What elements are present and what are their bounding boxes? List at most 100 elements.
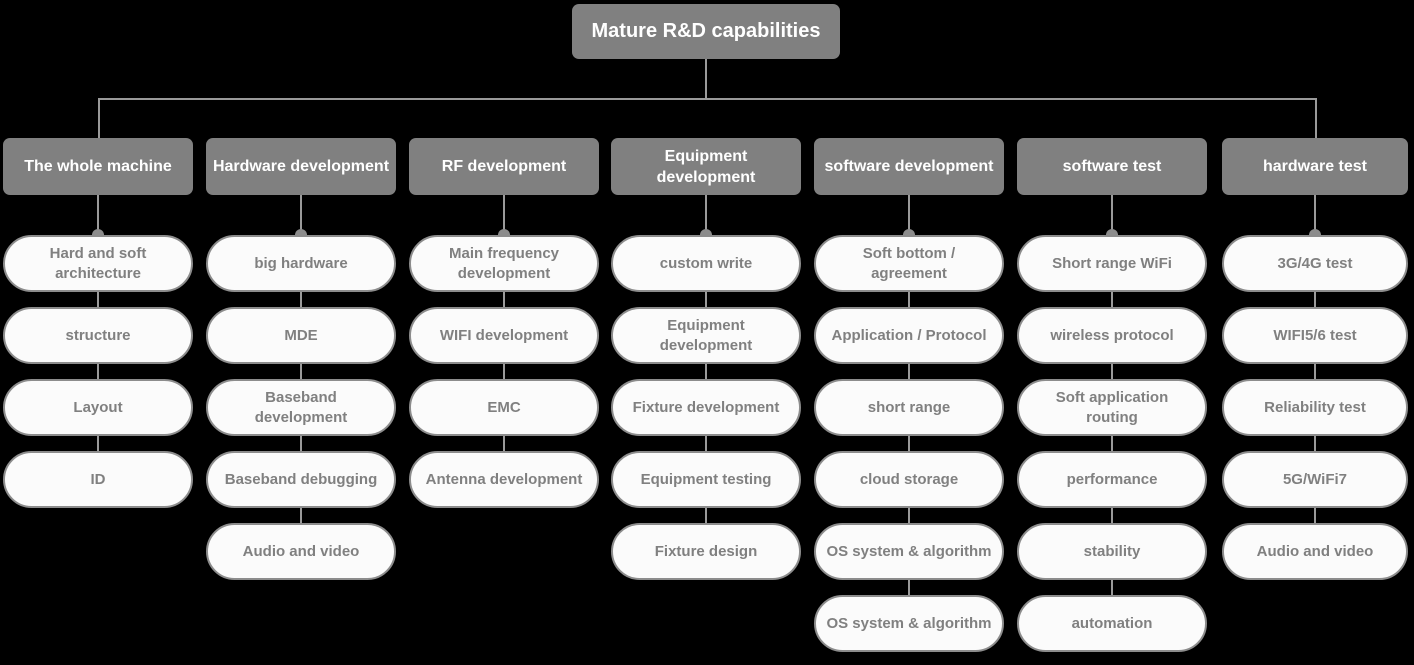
item-pill-label: Reliability test [1264, 398, 1366, 416]
bus-drop-left-connector [98, 98, 100, 139]
item-slot: Main frequency development [409, 235, 599, 307]
item-pill[interactable]: structure [3, 307, 193, 364]
item-pill[interactable]: Equipment testing [611, 451, 801, 508]
column-header-2[interactable]: Hardware development [206, 138, 396, 195]
item-pill[interactable]: Baseband development [206, 379, 396, 436]
item-link-connector [1314, 508, 1316, 523]
item-link-connector [1111, 436, 1113, 451]
column-header-3[interactable]: RF development [409, 138, 599, 195]
item-pill-label: Equipment testing [640, 470, 772, 488]
item-pill-label: Soft bottom / agreement [862, 244, 956, 282]
column-header-1[interactable]: The whole machine [3, 138, 193, 195]
item-pill[interactable]: Soft bottom / agreement [814, 235, 1004, 292]
item-slot: MDE [206, 307, 396, 379]
item-link-connector [705, 292, 707, 307]
item-slot: stability [1017, 523, 1207, 595]
item-slot: Audio and video [206, 523, 396, 580]
item-pill[interactable]: automation [1017, 595, 1207, 652]
item-pill[interactable]: WIFI5/6 test [1222, 307, 1408, 364]
item-pill[interactable]: Soft application routing [1017, 379, 1207, 436]
item-pill[interactable]: wireless protocol [1017, 307, 1207, 364]
column-stem-connector [97, 195, 99, 235]
item-pill[interactable]: short range [814, 379, 1004, 436]
item-link-connector [908, 508, 910, 523]
item-link-connector [1111, 580, 1113, 595]
column-stem-connector [1314, 195, 1316, 235]
item-link-connector [908, 364, 910, 379]
item-pill[interactable]: Fixture development [611, 379, 801, 436]
item-pill[interactable]: ID [3, 451, 193, 508]
item-pill[interactable]: stability [1017, 523, 1207, 580]
item-pill[interactable]: cloud storage [814, 451, 1004, 508]
column-header-7[interactable]: hardware test [1222, 138, 1408, 195]
item-pill[interactable]: 5G/WiFi7 [1222, 451, 1408, 508]
item-pill[interactable]: Main frequency development [409, 235, 599, 292]
horizontal-bus-connector [98, 98, 1317, 100]
item-pill-label: Baseband debugging [224, 470, 378, 488]
item-slot: big hardware [206, 235, 396, 307]
item-pill[interactable]: OS system & algorithm [814, 523, 1004, 580]
item-link-connector [705, 364, 707, 379]
item-pill[interactable]: Audio and video [206, 523, 396, 580]
item-pill[interactable]: performance [1017, 451, 1207, 508]
item-pill-label: custom write [659, 254, 753, 272]
column-stem-connector [908, 195, 910, 235]
item-link-connector [908, 580, 910, 595]
item-pill[interactable]: big hardware [206, 235, 396, 292]
item-slot: short range [814, 379, 1004, 451]
item-pill-label: Short range WiFi [1052, 254, 1172, 272]
item-pill[interactable]: Equipment development [611, 307, 801, 364]
item-pill-label: wireless protocol [1050, 326, 1174, 344]
item-slot: Fixture design [611, 523, 801, 580]
item-pill[interactable]: Layout [3, 379, 193, 436]
item-pill[interactable]: WIFI development [409, 307, 599, 364]
item-pill-label: WIFI5/6 test [1273, 326, 1357, 344]
item-link-connector [1314, 292, 1316, 307]
item-pill-label: Audio and video [242, 542, 360, 560]
item-slot: OS system & algorithm [814, 595, 1004, 652]
item-slot: Soft bottom / agreement [814, 235, 1004, 307]
column-header-label: Equipment development [656, 147, 756, 186]
column-header-5[interactable]: software development [814, 138, 1004, 195]
item-pill[interactable]: custom write [611, 235, 801, 292]
root-stem-connector [705, 59, 707, 99]
item-pill-label: cloud storage [859, 470, 959, 488]
column-stem-connector [1111, 195, 1113, 235]
root-node[interactable]: Mature R&D capabilities [572, 4, 840, 59]
bus-drop-right-connector [1315, 98, 1317, 139]
item-pill[interactable]: MDE [206, 307, 396, 364]
item-pill[interactable]: Audio and video [1222, 523, 1408, 580]
column-header-label: software test [1062, 158, 1162, 175]
item-pill[interactable]: Baseband debugging [206, 451, 396, 508]
column-header-4[interactable]: Equipment development [611, 138, 801, 195]
item-pill-label: structure [65, 326, 131, 344]
item-pill[interactable]: Fixture design [611, 523, 801, 580]
item-pill-label: ID [90, 470, 106, 488]
item-pill[interactable]: Hard and soft architecture [3, 235, 193, 292]
item-link-connector [300, 364, 302, 379]
column-header-6[interactable]: software test [1017, 138, 1207, 195]
item-slot: ID [3, 451, 193, 508]
item-pill[interactable]: Reliability test [1222, 379, 1408, 436]
item-slot: 3G/4G test [1222, 235, 1408, 307]
item-link-connector [300, 292, 302, 307]
item-link-connector [300, 436, 302, 451]
item-slot: automation [1017, 595, 1207, 652]
item-link-connector [908, 292, 910, 307]
item-slot: 5G/WiFi7 [1222, 451, 1408, 523]
item-slot: Equipment testing [611, 451, 801, 523]
item-pill-label: 3G/4G test [1277, 254, 1353, 272]
item-pill[interactable]: EMC [409, 379, 599, 436]
item-pill[interactable]: 3G/4G test [1222, 235, 1408, 292]
item-pill[interactable]: Antenna development [409, 451, 599, 508]
item-pill[interactable]: Application / Protocol [814, 307, 1004, 364]
item-pill[interactable]: Short range WiFi [1017, 235, 1207, 292]
item-slot: OS system & algorithm [814, 523, 1004, 595]
item-pill[interactable]: OS system & algorithm [814, 595, 1004, 652]
item-slot: WIFI development [409, 307, 599, 379]
